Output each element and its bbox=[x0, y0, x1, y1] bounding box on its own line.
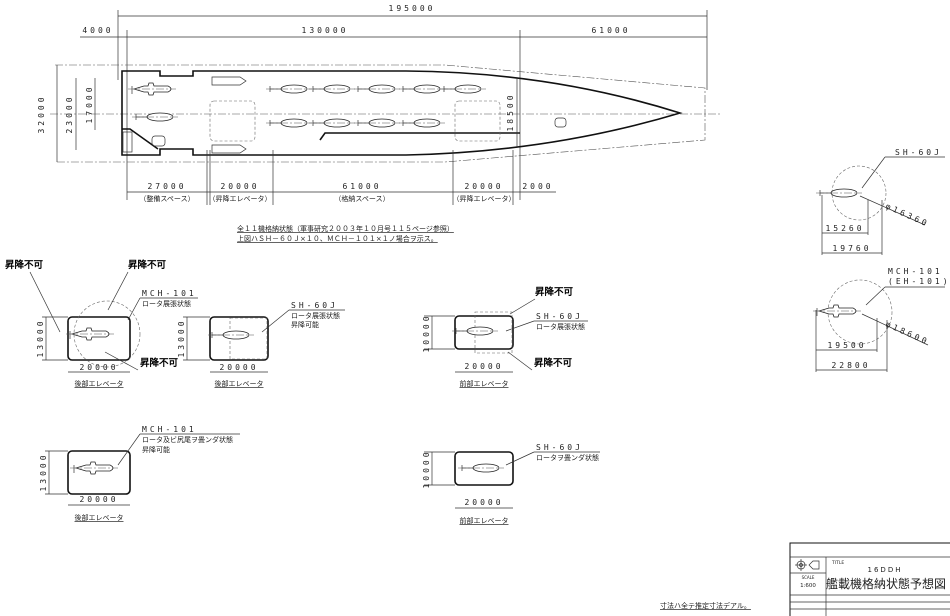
elevator-4-width: 20000 bbox=[79, 495, 118, 504]
state-label: ロータ及ビ尻尾ヲ畳ンダ状態 bbox=[142, 435, 233, 444]
mch101-parked bbox=[127, 82, 177, 96]
sh60j-parked bbox=[398, 118, 446, 128]
aircraft-label: SH-60J bbox=[536, 312, 583, 321]
sh60j-parked bbox=[353, 84, 401, 94]
aft-elevator-outline bbox=[209, 100, 256, 142]
aircraft-label: SH-60J bbox=[291, 301, 338, 310]
dim-beam-inner: 17000 bbox=[85, 84, 94, 123]
state-label: ロータヲ畳ンダ状態 bbox=[536, 453, 599, 462]
sh60j-parked bbox=[308, 118, 356, 128]
elevator-4-caption: 後部エレベータ bbox=[75, 513, 124, 522]
drawing-title: 艦載機格納状態予想図 bbox=[826, 576, 946, 591]
note-line-1: 全１１機格納状態（軍事研究２００３年１０月号１１５ページ参照） bbox=[237, 224, 454, 233]
aircraft-label: MCH-101 bbox=[142, 289, 197, 298]
scale-label: SCALE bbox=[802, 575, 815, 580]
spec-name: MCH-101 bbox=[888, 267, 943, 276]
dim-deck: 130000 bbox=[302, 26, 349, 35]
label-hangar-space: （格納スペース） bbox=[334, 194, 389, 203]
state-label: ロータ展張状態 bbox=[291, 311, 340, 320]
dim-aft-elev: 20000 bbox=[220, 182, 259, 191]
label-aft-elevator: （昇降エレベータ） bbox=[209, 194, 272, 203]
dim-beam-fwd: 18500 bbox=[506, 92, 515, 131]
fwd-elevator-outline bbox=[454, 100, 501, 142]
project-name: 16DDH bbox=[868, 566, 903, 574]
spec-len-a: 19500 bbox=[827, 341, 866, 350]
elevator-2-height: 13000 bbox=[177, 318, 186, 357]
elevator-1-width: 20000 bbox=[79, 363, 118, 372]
dim-hangar: 61000 bbox=[342, 182, 381, 191]
elevator-3-caption: 前部エレベータ bbox=[460, 379, 509, 388]
flight-deck-outline bbox=[121, 70, 683, 156]
elevator-2-caption: 後部エレベータ bbox=[215, 379, 264, 388]
aircraft-label: SH-60J bbox=[536, 443, 583, 452]
result-label: 昇降可能 bbox=[291, 320, 319, 329]
spec-len-a: 15260 bbox=[825, 224, 864, 233]
state-label: ロータ展張状態 bbox=[536, 322, 585, 331]
elevator-study-5: 10000 20000 前部エレベータ SH-60J ロータヲ畳ンダ状態 bbox=[422, 443, 600, 525]
dim-bow: 61000 bbox=[591, 26, 630, 35]
elevator-4-height: 13000 bbox=[39, 452, 48, 491]
elevator-3-height: 10000 bbox=[422, 313, 431, 352]
plan-view: 195000 4000 130000 61000 bbox=[37, 4, 720, 243]
sh60j-parked bbox=[265, 118, 313, 128]
elevator-study-1: 13000 20000 後部エレベータ 昇降不可 昇降不可 昇降不可 MCH-1… bbox=[5, 259, 198, 388]
elevator-5-width: 20000 bbox=[464, 498, 503, 507]
title-label: TITLE bbox=[831, 560, 844, 566]
spec-rotor-dia: φ18600 bbox=[884, 320, 931, 347]
sh60j-parked bbox=[439, 84, 487, 94]
elevator-study-2: 13000 20000 後部エレベータ SH-60J ロータ展張状態 昇降可能 bbox=[177, 301, 345, 388]
dim-maint: 27000 bbox=[147, 182, 186, 191]
elevator-study-3: 10000 20000 前部エレベータ 昇降不可 昇降不可 SH-60J ロータ… bbox=[422, 286, 588, 388]
elevator-5-caption: 前部エレベータ bbox=[460, 516, 509, 525]
elevator-5-height: 10000 bbox=[422, 449, 431, 488]
spec-name: SH-60J bbox=[895, 148, 942, 157]
spec-mch101: MCH-101 (EH-101) φ18600 19500 22800 bbox=[812, 267, 950, 372]
dim-overall: 195000 bbox=[389, 4, 436, 13]
sh60j-parked bbox=[353, 118, 401, 128]
spec-alt-name: (EH-101) bbox=[888, 277, 950, 286]
scale-value: 1:600 bbox=[800, 583, 816, 589]
elevator-study-4: 13000 20000 後部エレベータ MCH-101 ロータ及ビ尻尾ヲ畳ンダ状… bbox=[39, 425, 240, 522]
spec-sh60j: SH-60J φ16360 15260 19760 bbox=[815, 148, 945, 255]
elevator-1-height: 13000 bbox=[36, 318, 45, 357]
footer-note: 寸法ハ全テ推定寸法デアル。 bbox=[660, 601, 751, 610]
elevator-2-width: 20000 bbox=[219, 363, 258, 372]
warning-label: 昇降不可 bbox=[5, 259, 44, 271]
warning-label: 昇降不可 bbox=[535, 286, 574, 298]
note-line-2: 上図ハＳＨ－６０Ｊ×１０、ＭＣＨ－１０１×１ノ場合ヲ示ス。 bbox=[237, 234, 438, 243]
label-fwd-elevator: （昇降エレベータ） bbox=[453, 194, 516, 203]
title-block: SCALE 1:600 TITLE 16DDH 艦載機格納状態予想図 bbox=[789, 542, 950, 616]
aircraft-label: MCH-101 bbox=[142, 425, 197, 434]
elevator-1-caption: 後部エレベータ bbox=[75, 379, 124, 388]
dim-fwd-elev: 20000 bbox=[464, 182, 503, 191]
warning-label: 昇降不可 bbox=[128, 259, 167, 271]
dim-bow-gap: 2000 bbox=[522, 182, 553, 191]
warning-label: 昇降不可 bbox=[140, 357, 179, 369]
dim-beam-outer: 32000 bbox=[37, 94, 46, 133]
spec-len-b: 19760 bbox=[832, 244, 871, 253]
warning-label: 昇降不可 bbox=[534, 357, 573, 369]
sh60j-parked bbox=[398, 84, 446, 94]
dim-beam-deck: 23000 bbox=[65, 94, 74, 133]
sh60j-parked bbox=[265, 84, 313, 94]
projection-symbol-icon bbox=[795, 559, 820, 571]
elevator-3-width: 20000 bbox=[464, 362, 503, 371]
sh60j-parked bbox=[308, 84, 356, 94]
label-maint-space: （整備スペース） bbox=[139, 194, 194, 203]
state-label: ロータ展張状態 bbox=[142, 299, 191, 308]
dim-aft: 4000 bbox=[82, 26, 113, 35]
spec-len-b: 22800 bbox=[831, 361, 870, 370]
result-label: 昇降可能 bbox=[142, 445, 170, 454]
spec-rotor-dia: φ16360 bbox=[884, 202, 931, 229]
